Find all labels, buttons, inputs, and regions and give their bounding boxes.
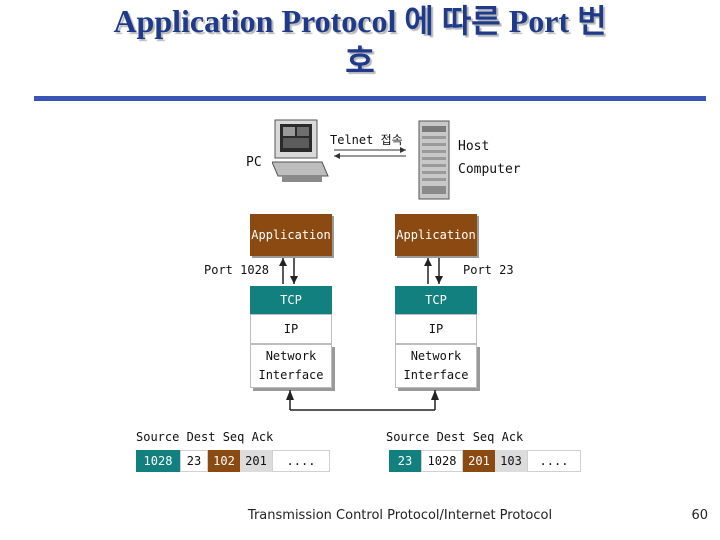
left-application-box: Application [250,214,332,256]
right-ip-box: IP [395,314,477,344]
left-ip-box: IP [250,314,332,344]
right-source-field: 23 [389,450,421,472]
page-title-line2: 호 [345,43,375,79]
host-label-line1: Host [458,139,490,154]
left-ack-field: 201 [240,450,272,472]
footer-text: Transmission Control Protocol/Internet P… [247,508,553,523]
right-dest-field: 1028 [421,450,463,472]
left-rest-field: .... [272,450,330,472]
title-rule [34,96,706,101]
left-dest-field: 23 [180,450,208,472]
left-header-field-labels: Source Dest Seq Ack [136,430,274,444]
right-rest-field: .... [527,450,581,472]
right-header-field-labels: Source Dest Seq Ack [386,430,524,444]
left-app-tcp-arrows-icon [279,258,298,284]
pc-label: PC [246,155,262,170]
host-computer-icon [418,120,450,200]
left-port-label: Port 1028 [204,263,270,277]
right-app-tcp-arrows-icon [424,258,443,284]
right-network-interface-box: Network Interface [395,344,477,388]
host-label-line2: Computer [458,162,521,177]
page-title-line1: Application Protocol 에 따른 Port 번 [113,3,607,39]
left-seq-field: 102 [208,450,240,472]
pc-icon [272,119,329,182]
right-seq-field: 201 [463,450,495,472]
telnet-label: Telnet 접속 [330,133,403,147]
right-ack-field: 103 [495,450,527,472]
left-network-interface-box: Network Interface [250,344,332,388]
right-network-label-line2: Interface [403,368,469,382]
left-tcp-box: TCP [250,286,332,314]
left-source-field: 1028 [136,450,180,472]
left-network-label-line2: Interface [258,368,324,382]
left-network-label-line1: Network [265,349,317,363]
right-network-label-line1: Network [410,349,462,363]
network-connection-arrow-icon [286,390,439,411]
bidirectional-arrow-icon [334,147,406,159]
right-tcp-box: TCP [395,286,477,314]
page-number: 60 [691,508,708,523]
right-port-label: Port 23 [463,263,514,277]
right-application-box: Application [395,214,477,256]
